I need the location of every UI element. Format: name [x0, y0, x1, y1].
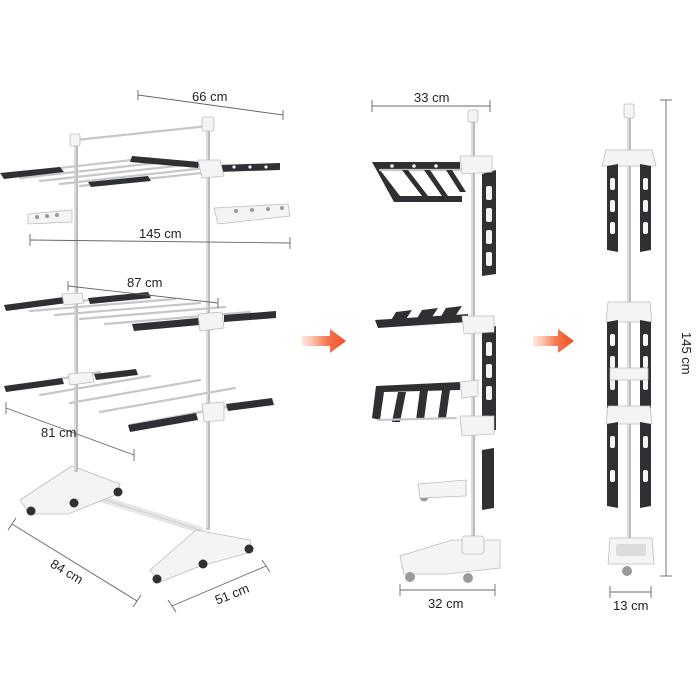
dimension-32cm: 32 cm	[399, 584, 496, 611]
dimension-145cm-width: 145 cm	[29, 226, 291, 249]
dimension-33cm: 33 cm	[371, 90, 491, 112]
top-tier	[0, 156, 280, 188]
dimension-66cm: 66 cm	[137, 89, 284, 120]
dimension-87cm: 87 cm	[67, 275, 219, 308]
right-arrow-icon	[533, 329, 574, 353]
dim-label-height: 145 cm	[679, 332, 694, 375]
dim-label-folded-wing-width: 33 cm	[414, 90, 449, 105]
dim-label-lower-width: 81 cm	[41, 425, 76, 440]
dim-label-base-length: 84 cm	[48, 556, 86, 587]
half-folded-drying-rack	[372, 109, 501, 583]
fully-folded-drying-rack	[601, 103, 657, 576]
dimension-81cm: 81 cm	[5, 402, 135, 461]
dim-label-folded-base-width: 32 cm	[428, 596, 463, 611]
dimension-84cm: 84 cm	[7, 517, 142, 608]
dimension-145cm-height: 145 cm	[660, 99, 694, 577]
dim-label-top-width: 66 cm	[192, 89, 227, 104]
dim-label-middle-width: 87 cm	[127, 275, 162, 290]
dim-label-base-depth: 51 cm	[213, 580, 251, 607]
dimension-13cm: 13 cm	[609, 586, 652, 613]
dim-label-total-width: 145 cm	[139, 226, 182, 241]
bottom-tier	[4, 369, 274, 432]
dim-label-closed-depth: 13 cm	[613, 598, 648, 613]
middle-tier	[4, 292, 276, 332]
opened-drying-rack	[0, 116, 291, 584]
right-arrow-icon	[302, 329, 346, 353]
